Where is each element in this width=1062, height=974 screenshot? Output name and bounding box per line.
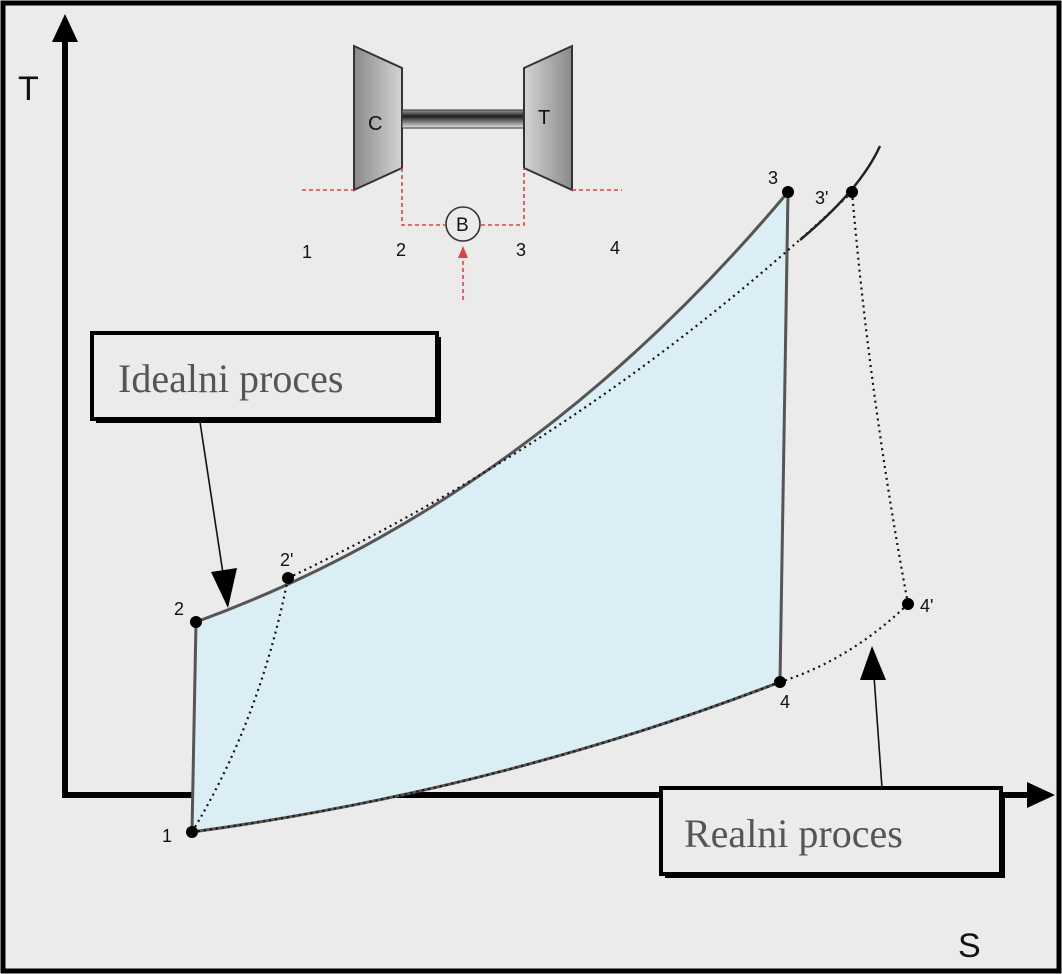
x-axis-label: S xyxy=(958,927,981,965)
point-1 xyxy=(186,826,198,838)
ideal-callout-text: Idealni proces xyxy=(118,356,343,401)
ideal-callout-box xyxy=(90,331,439,421)
real-callout-box xyxy=(659,786,1003,876)
y-axis-arrowhead xyxy=(52,14,78,42)
real-compression-path xyxy=(191,577,290,833)
station-label-2: 2 xyxy=(396,240,406,260)
gas-turbine-schematic: C T B 1 2 3 4 xyxy=(302,44,622,300)
point-4-label: 4 xyxy=(780,692,790,712)
point-3-prime-label: 3' xyxy=(815,188,828,208)
compressor-to-burner-line xyxy=(401,168,445,226)
compressor-label: C xyxy=(368,113,382,135)
point-3-prime xyxy=(846,186,858,198)
point-4 xyxy=(774,676,786,688)
point-2 xyxy=(190,616,202,628)
state-labels: 1 2 2' 3 3' 4 4' xyxy=(162,168,933,846)
y-axis-label: T xyxy=(18,70,39,108)
point-4-prime xyxy=(902,598,914,610)
turbine-label: T xyxy=(538,107,550,129)
real-process-callout: Realni proces xyxy=(659,646,1005,878)
ideal-callout-arrowhead xyxy=(211,568,237,608)
point-2-prime-label: 2' xyxy=(280,550,293,570)
ideal-process-callout: Idealni proces xyxy=(90,331,441,608)
point-3 xyxy=(782,186,794,198)
point-4-prime-label: 4' xyxy=(920,596,933,616)
point-2-prime xyxy=(282,572,294,584)
station-label-4: 4 xyxy=(610,238,620,258)
real-bottom-path xyxy=(191,680,781,834)
real-process-paths xyxy=(191,191,910,834)
burner-circle xyxy=(445,206,481,242)
state-points xyxy=(186,186,914,838)
burner-label: B xyxy=(456,215,469,236)
real-heat-addition-path xyxy=(287,191,853,579)
real-callout-arrow-line xyxy=(873,675,883,789)
real-callout-arrowhead xyxy=(860,646,886,680)
station-label-1: 1 xyxy=(302,242,312,262)
point-1-label: 1 xyxy=(162,826,172,846)
x-axis-arrowhead xyxy=(1027,782,1055,808)
flow-path xyxy=(302,168,622,300)
fuel-input-arrowhead xyxy=(458,246,468,258)
real-callout-text: Realni proces xyxy=(684,811,903,856)
point-2-label: 2 xyxy=(174,599,184,619)
point-3-label: 3 xyxy=(768,168,778,188)
real-heat-rejection-path xyxy=(779,603,909,684)
ideal-callout-arrow-line xyxy=(199,421,225,581)
shaft xyxy=(401,109,525,129)
burner-to-turbine-line xyxy=(481,168,525,226)
station-label-3: 3 xyxy=(516,240,526,260)
